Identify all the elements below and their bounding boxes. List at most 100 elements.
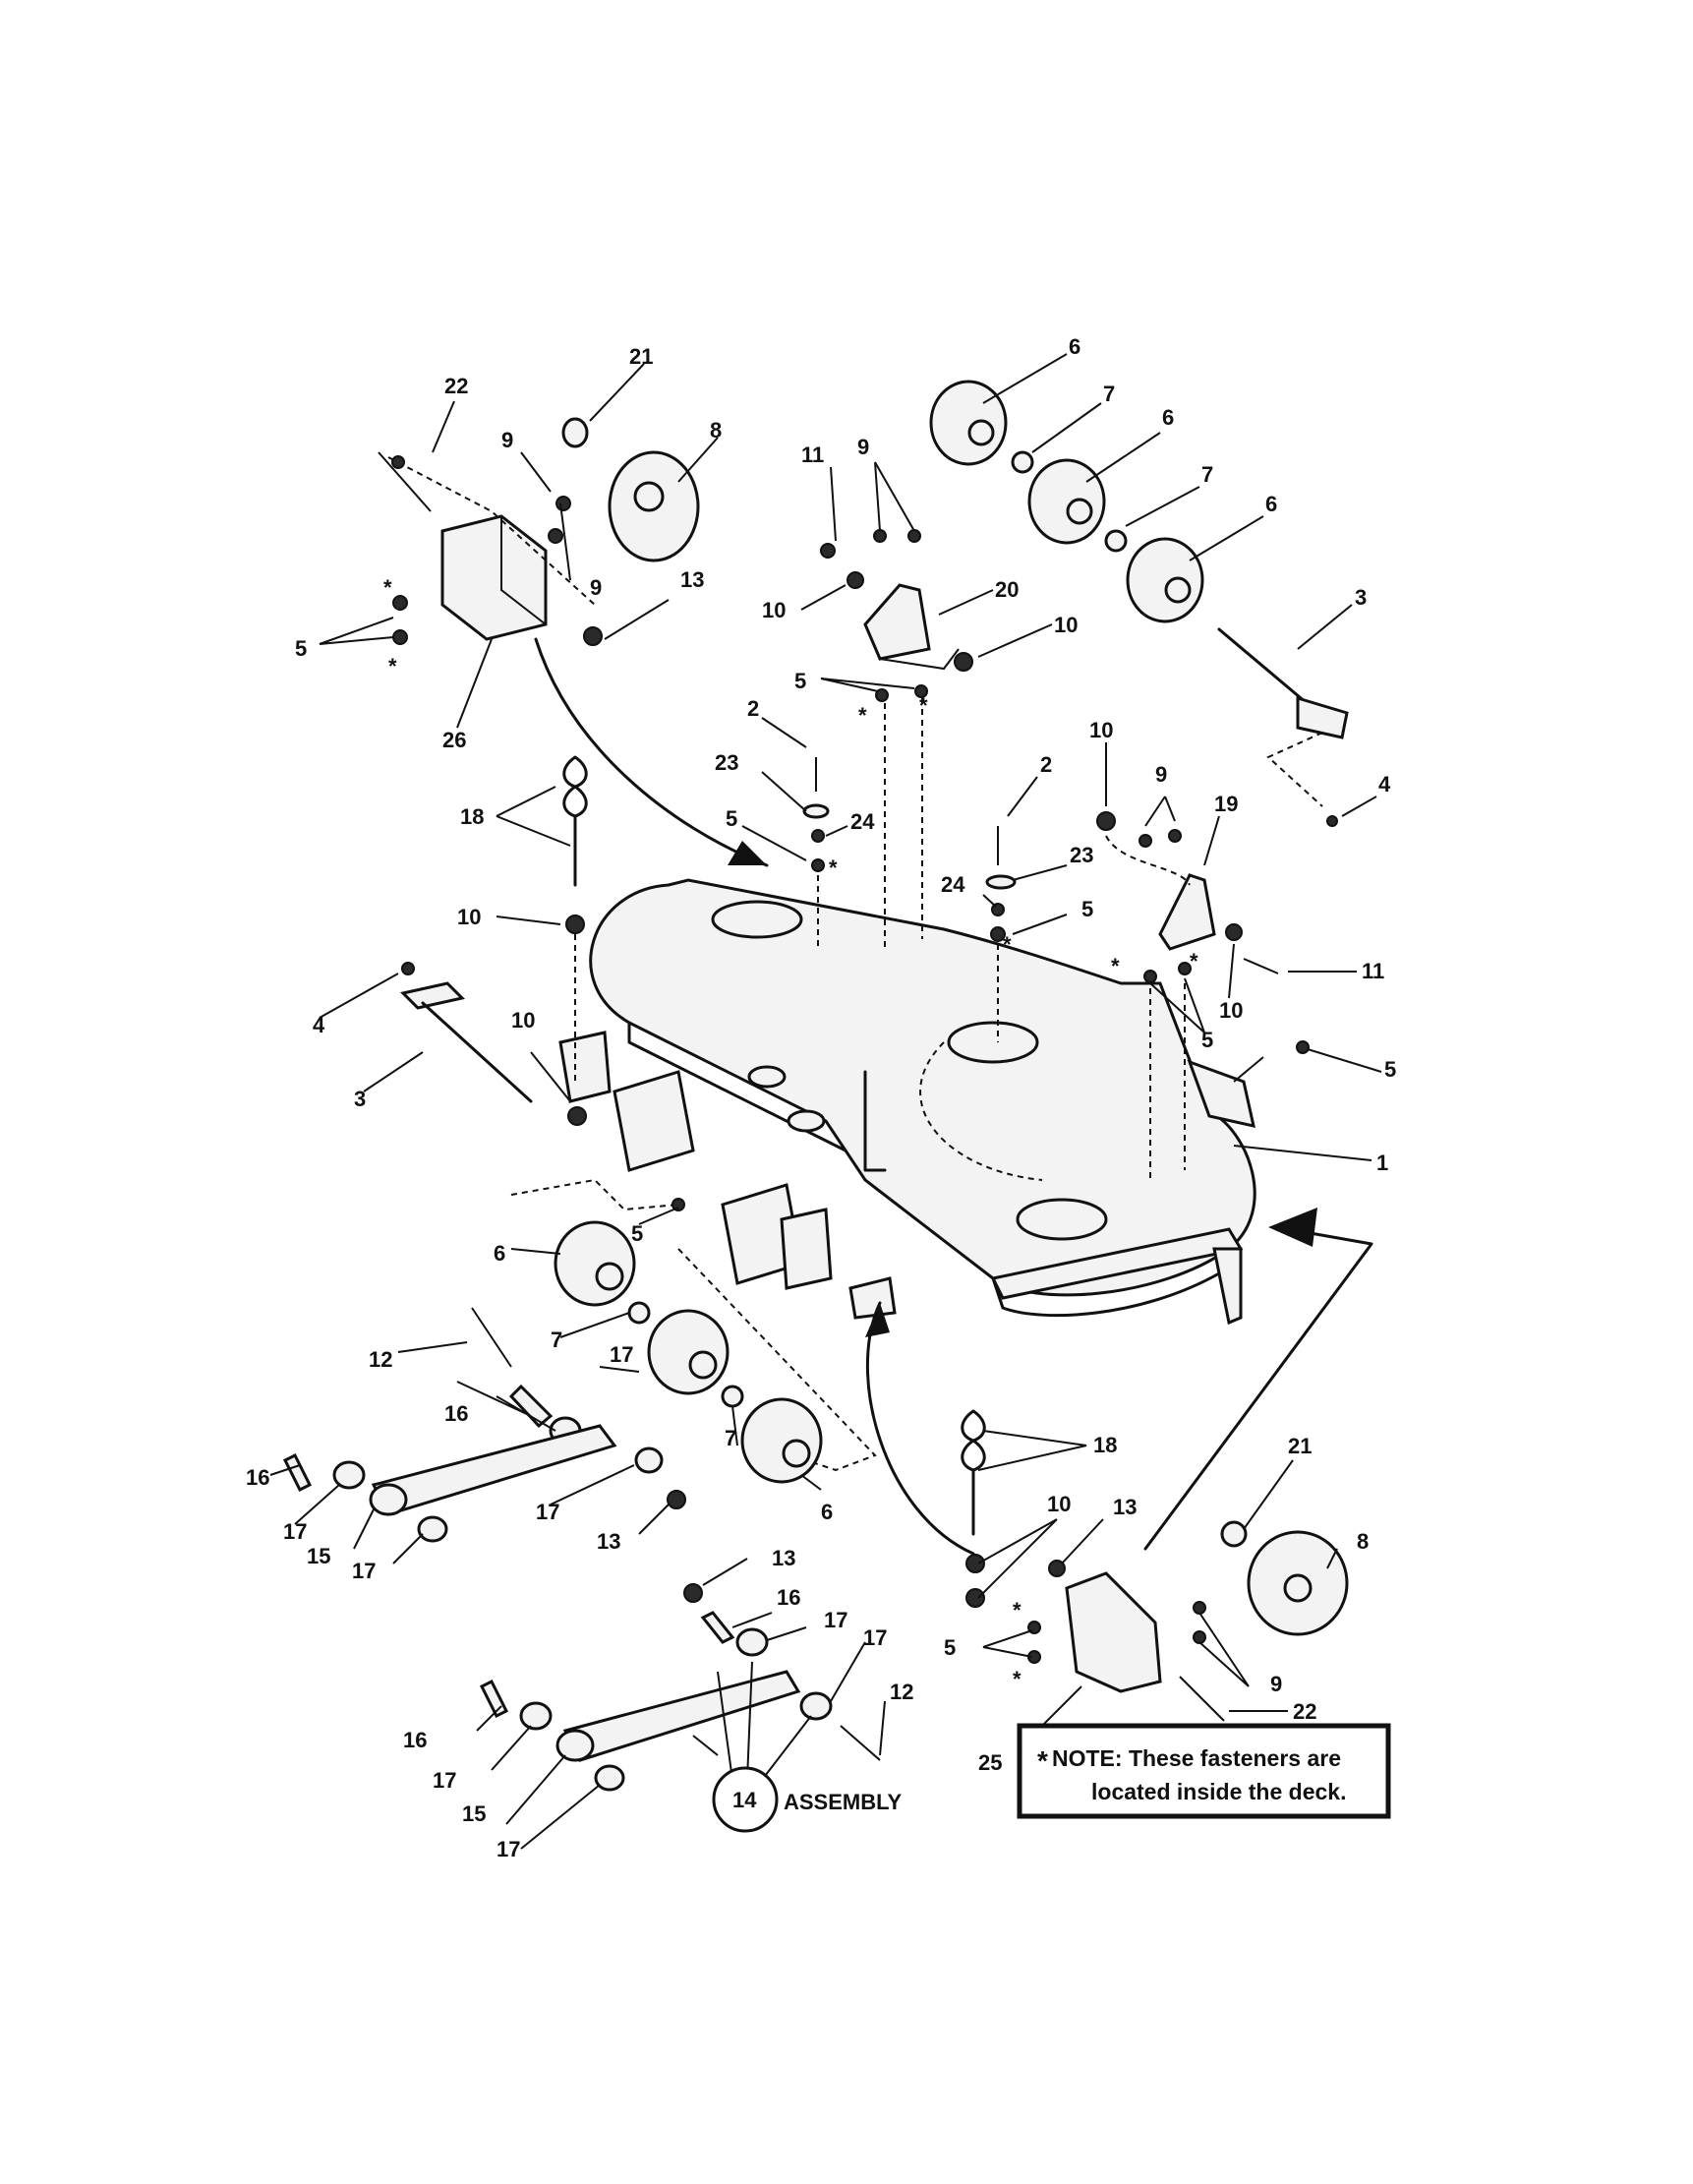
callout-8: 8 xyxy=(1357,1529,1369,1554)
callout-15: 15 xyxy=(462,1801,486,1826)
lower-left-rollers xyxy=(510,1178,877,1484)
callout-16: 16 xyxy=(444,1401,468,1426)
callout-1: 1 xyxy=(1376,1151,1388,1175)
callout-10: 10 xyxy=(762,598,786,622)
callout-20: 20 xyxy=(995,577,1019,602)
mower-deck xyxy=(558,878,1256,1326)
callout-7: 7 xyxy=(725,1426,736,1450)
callout-5: 5 xyxy=(726,806,737,831)
callout-10: 10 xyxy=(457,905,481,929)
callout-24: 24 xyxy=(850,809,875,834)
callout-12: 12 xyxy=(369,1347,392,1372)
callout-5: 5 xyxy=(1081,897,1093,921)
callout-17: 17 xyxy=(536,1500,559,1524)
callout-asterisk: * xyxy=(383,575,392,600)
callout-asterisk: * xyxy=(919,693,928,718)
callout-asterisk: * xyxy=(1190,949,1198,974)
callout-9: 9 xyxy=(590,575,602,600)
callout-asterisk: * xyxy=(1013,1667,1022,1691)
right-anti-scalp-bracket xyxy=(1027,1520,1349,1722)
callout-17: 17 xyxy=(352,1559,376,1583)
callout-5: 5 xyxy=(944,1635,956,1660)
callout-asterisk: * xyxy=(858,703,867,728)
callout-8: 8 xyxy=(710,418,722,443)
callout-22: 22 xyxy=(1293,1699,1316,1724)
callout-6: 6 xyxy=(821,1500,833,1524)
callout-12: 12 xyxy=(890,1680,913,1704)
callout-17: 17 xyxy=(824,1608,847,1632)
callout-17: 17 xyxy=(283,1519,307,1544)
callout-10: 10 xyxy=(1047,1492,1071,1516)
callout-25: 25 xyxy=(978,1750,1002,1775)
callout-5: 5 xyxy=(1384,1057,1396,1082)
left-anti-scalp-bracket xyxy=(378,417,700,646)
callout-17: 17 xyxy=(496,1837,520,1861)
callout-13: 13 xyxy=(772,1546,795,1570)
callout-22: 22 xyxy=(444,374,468,398)
callout-21: 21 xyxy=(629,344,653,369)
callout-19: 19 xyxy=(1214,792,1238,816)
callout-3: 3 xyxy=(1355,585,1367,610)
direction-arrows xyxy=(534,637,1373,1556)
assembly-number: 14 xyxy=(732,1788,757,1812)
callout-17: 17 xyxy=(610,1342,633,1367)
callout-13: 13 xyxy=(680,567,704,592)
callout-6: 6 xyxy=(1069,334,1080,359)
lower-center-arm xyxy=(479,1583,881,1792)
callout-7: 7 xyxy=(1201,462,1213,487)
assembly-callout: 14 ASSEMBLY xyxy=(712,1766,903,1833)
callout-13: 13 xyxy=(1113,1495,1137,1519)
callout-2: 2 xyxy=(1040,752,1052,777)
callout-9: 9 xyxy=(1270,1672,1282,1696)
callout-asterisk: * xyxy=(829,856,838,880)
callout-7: 7 xyxy=(1103,382,1115,406)
note-box: * NOTE: These fasteners are located insi… xyxy=(1017,1723,1391,1819)
callout-asterisk: * xyxy=(388,654,397,679)
callout-16: 16 xyxy=(777,1585,800,1610)
callout-5: 5 xyxy=(295,636,307,661)
callout-11: 11 xyxy=(1362,959,1384,983)
note-asterisk: * xyxy=(1037,1745,1048,1776)
callout-2: 2 xyxy=(747,696,759,721)
callout-9: 9 xyxy=(857,435,869,459)
left-chain-and-axle xyxy=(400,755,588,1126)
callout-asterisk: * xyxy=(1013,1598,1022,1623)
callout-10: 10 xyxy=(1054,613,1078,637)
callout-6: 6 xyxy=(1162,405,1174,430)
callout-asterisk: * xyxy=(1003,932,1012,957)
callout-10: 10 xyxy=(1219,998,1243,1023)
callout-6: 6 xyxy=(1265,492,1277,516)
right-chain xyxy=(961,1409,986,1608)
top-rollers xyxy=(929,380,1349,827)
callout-11: 11 xyxy=(801,443,824,467)
callout-10: 10 xyxy=(1089,718,1113,742)
callout-5: 5 xyxy=(794,669,806,693)
callout-17: 17 xyxy=(433,1768,456,1793)
callout-23: 23 xyxy=(1070,843,1093,867)
callout-labels: 21 22 8 9 9 13 5 * * 26 11 9 10 20 10 5 … xyxy=(246,334,1396,1861)
callout-23: 23 xyxy=(715,750,738,775)
note-line-2: located inside the deck. xyxy=(1091,1779,1346,1804)
callout-4: 4 xyxy=(1378,772,1391,797)
callout-16: 16 xyxy=(403,1728,427,1752)
callout-7: 7 xyxy=(551,1328,562,1352)
callout-26: 26 xyxy=(442,728,466,752)
callout-10: 10 xyxy=(511,1008,535,1033)
callout-24: 24 xyxy=(941,872,965,897)
assembly-label: ASSEMBLY xyxy=(784,1790,903,1814)
right-bracket xyxy=(1096,811,1310,1180)
callout-6: 6 xyxy=(494,1241,505,1266)
callout-asterisk: * xyxy=(1111,954,1120,978)
center-bolts xyxy=(802,757,1017,1042)
callout-21: 21 xyxy=(1288,1434,1312,1458)
callout-15: 15 xyxy=(307,1544,330,1568)
callout-18: 18 xyxy=(1093,1433,1117,1457)
callout-18: 18 xyxy=(460,804,484,829)
callout-3: 3 xyxy=(354,1087,366,1111)
callout-5: 5 xyxy=(1201,1028,1213,1052)
callout-13: 13 xyxy=(597,1529,620,1554)
note-line-1: NOTE: These fasteners are xyxy=(1052,1745,1341,1771)
callout-16: 16 xyxy=(246,1465,269,1490)
lower-left-arm xyxy=(282,1307,686,1543)
